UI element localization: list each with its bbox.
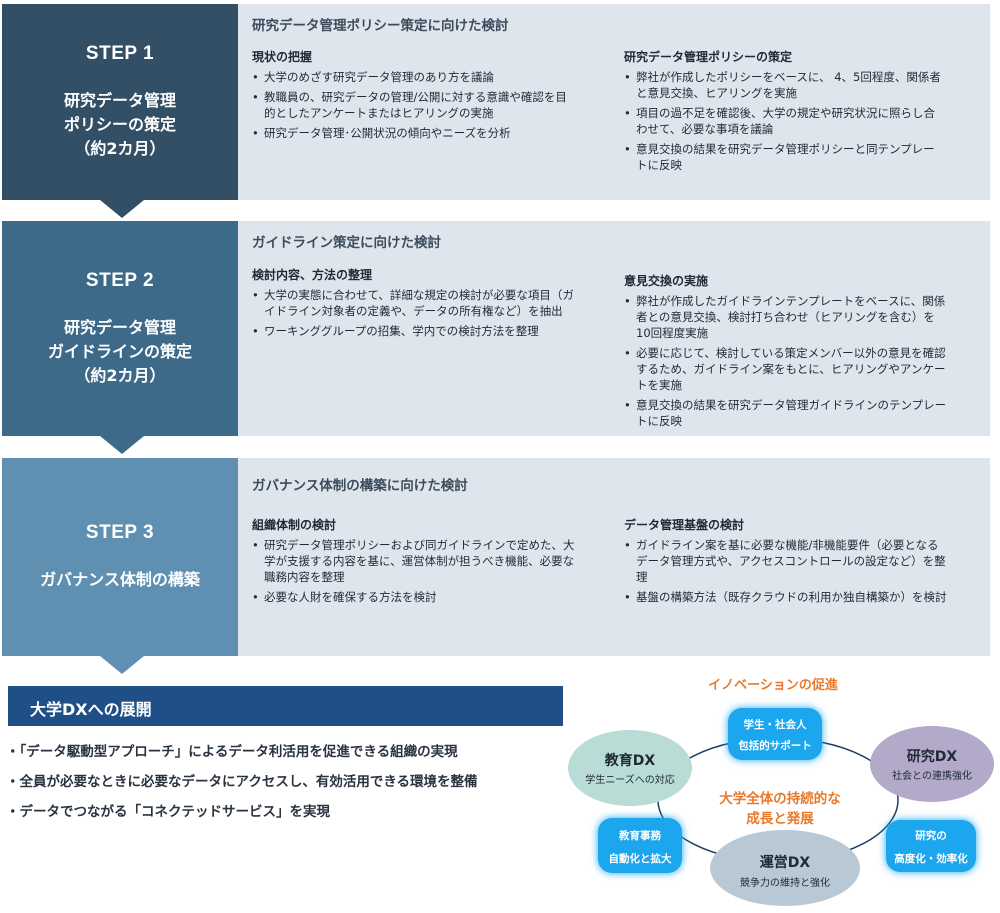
node-education-subtitle: 学生ニーズへの対応 xyxy=(585,773,675,786)
bullet-item: 必要な人財を確保する方法を検討 xyxy=(252,589,624,605)
node-education-title: 教育DX xyxy=(605,752,656,769)
step-1-title-line-1: 研究データ管理 xyxy=(63,91,176,110)
step-2-arrow xyxy=(100,436,144,454)
step-3-right-column: データ管理基盤の検討 ガイドライン案を基に必要な機能/非機能要件（必要となるデー… xyxy=(624,516,954,609)
node-research-subtitle: 社会との連携強化 xyxy=(892,769,972,782)
center-text-line-2: 成長と発展 xyxy=(746,810,814,827)
step-1-left-column: 現状の把握 大学のめざす研究データ管理のあり方を議論 教職員の、研究データの管理… xyxy=(252,48,624,177)
step-3-panel: ガバナンス体制の構築に向けた検討 組織体制の検討 研究データ管理ポリシーおよび同… xyxy=(238,458,990,656)
step-1-badge: STEP 1 研究データ管理 ポリシーの策定 （約2カ月） xyxy=(2,4,238,200)
step-1-right-title: 研究データ管理ポリシーの策定 xyxy=(624,50,793,64)
bullet-item: 弊社が作成したポリシーをベースに、 4、5回程度、関係者と意見交換、ヒアリングを… xyxy=(624,69,946,101)
step-1: STEP 1 研究データ管理 ポリシーの策定 （約2カ月） 研究データ管理ポリシ… xyxy=(0,4,1000,218)
bullet-item: 項目の過不足を確認後、大学の規定や研究状況に照らし合わせて、必要な事項を議論 xyxy=(624,105,946,137)
step-2-left-column: 検討内容、方法の整理 大学の実態に合わせて、詳細な規定の検討が必要な項目（ガイド… xyxy=(252,266,624,433)
dx-list-item: データでつながる「コネクテッドサービス」を実現 xyxy=(6,803,478,821)
tag-student-bottom: 包括的サポート xyxy=(738,739,812,752)
dx-list: 「データ駆動型アプローチ」によるデータ利活用を促進できる組織の実現 全員が必要な… xyxy=(6,743,478,833)
node-education xyxy=(568,730,692,806)
step-1-left-title: 現状の把握 xyxy=(252,50,313,64)
tag-student-support xyxy=(728,708,822,760)
node-operations xyxy=(710,830,860,906)
bullet-item: 大学のめざす研究データ管理のあり方を議論 xyxy=(252,69,624,85)
tag-admin-top: 教育事務 xyxy=(618,829,661,842)
tag-admin-bottom: 自動化と拡大 xyxy=(609,852,672,865)
step-1-arrow xyxy=(100,200,144,218)
step-3-arrow xyxy=(100,656,144,674)
step-1-label: STEP 1 xyxy=(85,43,155,64)
bullet-item: ワーキンググループの招集、学内での検討方法を整理 xyxy=(252,323,624,339)
node-operations-subtitle: 競争力の維持と強化 xyxy=(740,876,830,889)
tag-research-bottom: 高度化・効率化 xyxy=(894,852,968,865)
step-2-label: STEP 2 xyxy=(85,269,155,291)
step-3-left-column: 組織体制の検討 研究データ管理ポリシーおよび同ガイドラインで定めた、大学が支援す… xyxy=(252,516,624,609)
step-3-title-line-1: ガバナンス体制の構築 xyxy=(40,570,200,589)
step-1-right-column: 研究データ管理ポリシーの策定 弊社が作成したポリシーをベースに、 4、5回程度、… xyxy=(624,48,954,177)
bullet-item: 意見交換の結果を研究データ管理ポリシーと同テンプレートに反映 xyxy=(624,141,946,173)
innovation-label: イノベーションの促進 xyxy=(708,677,838,693)
bullet-item: 研究データ管理ポリシーおよび同ガイドラインで定めた、大学が支援する内容を基に、運… xyxy=(252,537,577,585)
step-2-section-title: ガイドライン策定に向けた検討 xyxy=(252,235,441,251)
dx-cycle-diagram: イノベーションの促進 学生・社会人 包括的サポート 教育DX 学生ニーズへの対応… xyxy=(568,677,994,906)
node-research xyxy=(870,726,994,802)
step-1-title-line-2: ポリシーの策定 xyxy=(63,115,176,134)
step-2-title-line-1: 研究データ管理 xyxy=(63,317,176,337)
bullet-item: 必要に応じて、検討している策定メンバー以外の意見を確認するため、ガイドライン案を… xyxy=(624,345,949,393)
step-3-label: STEP 3 xyxy=(85,522,155,543)
step-3-left-title: 組織体制の検討 xyxy=(252,518,337,532)
bullet-item: 研究データ管理･公開状況の傾向やニーズを分析 xyxy=(252,125,624,141)
step-1-panel: 研究データ管理ポリシー策定に向けた検討 現状の把握 大学のめざす研究データ管理の… xyxy=(238,4,990,200)
step-2-panel: ガイドライン策定に向けた検討 検討内容、方法の整理 大学の実態に合わせて、詳細な… xyxy=(238,221,990,436)
step-3-badge: STEP 3 ガバナンス体制の構築 xyxy=(2,458,238,656)
node-operations-title: 運営DX xyxy=(760,854,811,871)
center-text-line-1: 大学全体の持続的な xyxy=(719,790,841,807)
dx-header: 大学DXへの展開 xyxy=(8,686,563,726)
tag-research-efficiency xyxy=(886,820,976,872)
step-2-left-title: 検討内容、方法の整理 xyxy=(252,268,373,282)
step-2: STEP 2 研究データ管理 ガイドラインの策定 （約2カ月） ガイドライン策定… xyxy=(0,221,1000,454)
bullet-item: 基盤の構築方法（既存クラウドの利用か独自構築か）を検討 xyxy=(624,589,949,605)
step-3-right-title: データ管理基盤の検討 xyxy=(624,518,745,532)
step-2-badge: STEP 2 研究データ管理 ガイドラインの策定 （約2カ月） xyxy=(2,221,238,436)
dx-list-item: 「データ駆動型アプローチ」によるデータ利活用を促進できる組織の実現 xyxy=(6,743,478,761)
step-1-section-title: 研究データ管理ポリシー策定に向けた検討 xyxy=(252,18,509,34)
step-3-section-title: ガバナンス体制の構築に向けた検討 xyxy=(252,478,468,494)
step-2-title-line-2: ガイドラインの策定 xyxy=(47,341,192,361)
tag-student-top: 学生・社会人 xyxy=(744,718,807,731)
bullet-item: ガイドライン案を基に必要な機能/非機能要件（必要となるデータ管理方式や、アクセス… xyxy=(624,537,949,585)
bullet-item: 教職員の、研究データの管理/公開に対する意識や確認を目的としたアンケートまたはヒ… xyxy=(252,89,572,121)
bullet-item: 意見交換の結果を研究データ管理ガイドラインのテンプレートに反映 xyxy=(624,397,949,429)
bullet-item: 弊社が作成したガイドラインテンプレートをベースに、関係者との意見交換、検討打ち合… xyxy=(624,293,949,341)
bullet-item: 大学の実態に合わせて、詳細な規定の検討が必要な項目（ガイドライン対象者の定義や、… xyxy=(252,287,582,319)
dx-list-item: 全員が必要なときに必要なデータにアクセスし、有効活用できる環境を整備 xyxy=(6,773,478,791)
step-2-title-line-3: （約2カ月） xyxy=(74,365,166,385)
step-1-title-line-3: （約2カ月） xyxy=(74,139,166,158)
tag-research-top: 研究の xyxy=(915,829,947,842)
step-3: STEP 3 ガバナンス体制の構築 ガバナンス体制の構築に向けた検討 組織体制の… xyxy=(0,458,1000,674)
node-research-title: 研究DX xyxy=(907,748,958,765)
step-2-right-column: 意見交換の実施 弊社が作成したガイドラインテンプレートをベースに、関係者との意見… xyxy=(624,252,954,433)
tag-admin-automation xyxy=(598,818,682,873)
step-2-right-title: 意見交換の実施 xyxy=(624,274,709,288)
